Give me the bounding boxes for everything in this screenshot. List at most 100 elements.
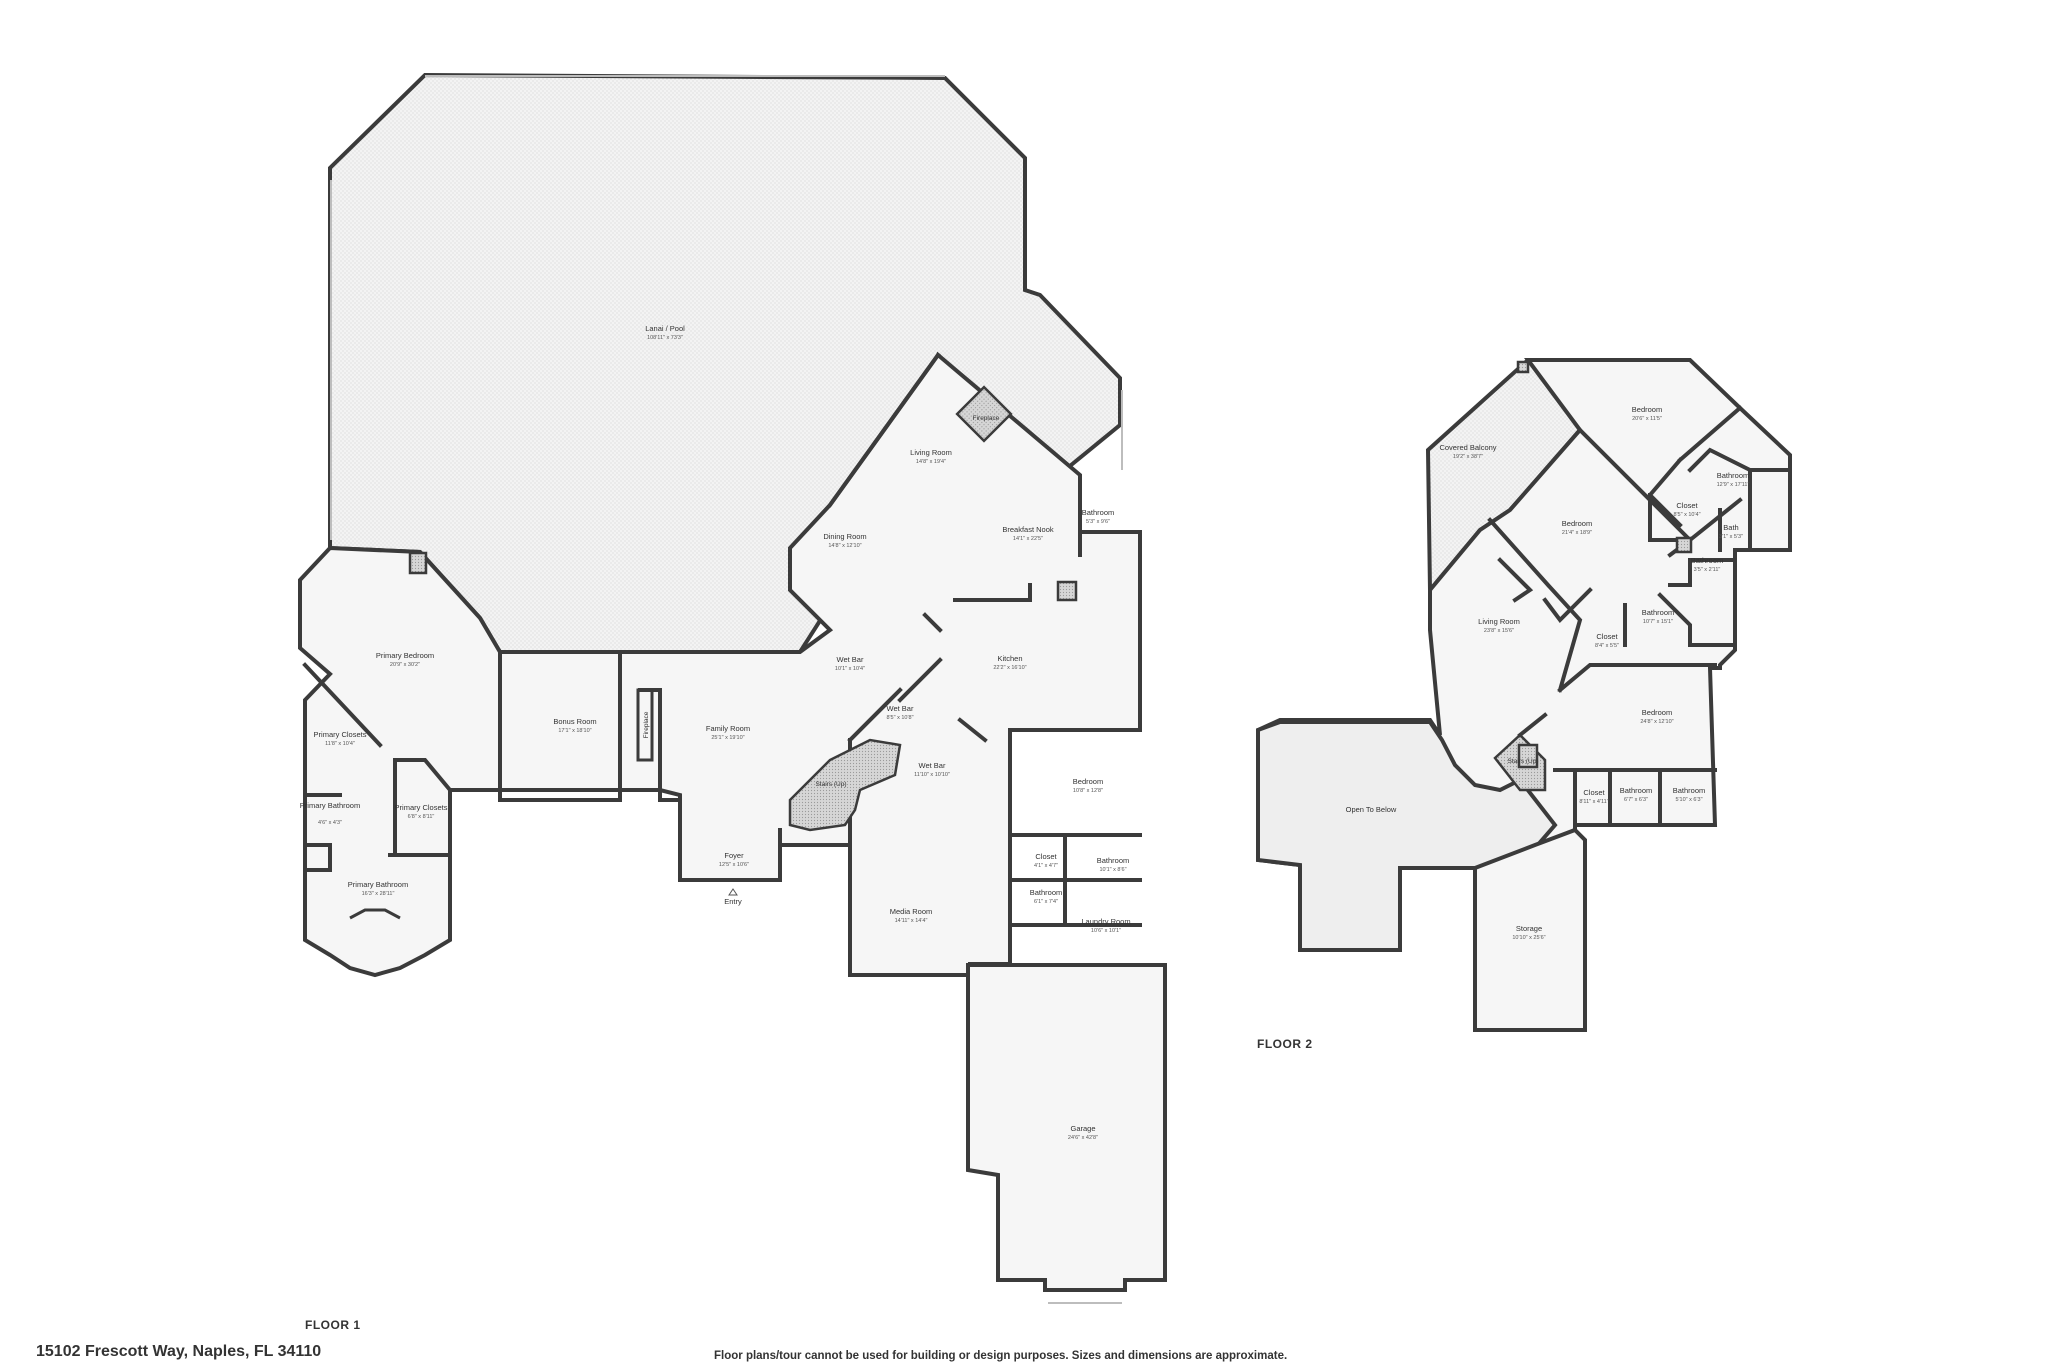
room-dims-dining: 14'8" x 12'10" bbox=[828, 543, 861, 549]
storage-outline bbox=[1473, 827, 1587, 1032]
stairs-up-floor-1 bbox=[788, 738, 902, 832]
room-dims-living: 14'8" x 19'4" bbox=[916, 459, 946, 465]
room-label-bonus: Bonus Room bbox=[553, 717, 596, 726]
living-fireplace-box bbox=[955, 385, 1013, 443]
room-label-laundry: Laundry Room bbox=[1081, 917, 1130, 926]
room-dims-foyer: 12'5" x 10'6" bbox=[719, 862, 749, 868]
room-label-closet-1: Closet bbox=[1035, 852, 1057, 861]
room-label-foyer: Foyer bbox=[724, 851, 744, 860]
room-label-primary-bathroom: Primary Bathroom bbox=[348, 880, 408, 889]
room-dims-bathroom-2: 6'1" x 7'4" bbox=[1034, 899, 1058, 905]
room-dims-wet-bar-3: 11'10" x 10'10" bbox=[914, 772, 950, 778]
room-dims-primary-bath-small: 4'6" x 4'3" bbox=[318, 820, 342, 826]
room-label-storage: Storage bbox=[1516, 924, 1542, 933]
room-dims-storage: 10'10" x 25'6" bbox=[1512, 935, 1545, 941]
room-dims-bedroom-1: 10'8" x 12'8" bbox=[1073, 788, 1103, 794]
room-label-living: Living Room bbox=[910, 448, 952, 457]
room-dims-bathroom-mid: 10'7" x 15'1" bbox=[1643, 619, 1673, 625]
room-label-primary-bedroom: Primary Bedroom bbox=[376, 651, 434, 660]
fireplace-label-bonus: Fireplace bbox=[643, 711, 650, 738]
stairs-label-floor-1: Stairs (Up) bbox=[815, 781, 846, 788]
property-address: 15102 Frescott Way, Naples, FL 34110 bbox=[36, 1343, 322, 1360]
room-dims-bath-small: 3'1" x 5'3" bbox=[1719, 534, 1743, 540]
room-dims-kitchen: 22'2" x 16'10" bbox=[993, 665, 1026, 671]
room-dims-bedroom-mid: 21'4" x 18'9" bbox=[1562, 530, 1592, 536]
floor-1-label: FLOOR 1 bbox=[305, 1318, 361, 1332]
room-label-family: Family Room bbox=[706, 724, 750, 733]
room-dims-laundry: 10'6" x 10'1" bbox=[1091, 928, 1121, 934]
room-label-wet-bar-3: Wet Bar bbox=[919, 761, 946, 770]
room-dims-primary-bathroom: 16'3" x 28'11" bbox=[362, 891, 395, 897]
room-dims-primary-bedroom: 20'9" x 30'2" bbox=[390, 662, 420, 668]
room-label-dining: Dining Room bbox=[823, 532, 866, 541]
room-label-wet-bar-1: Wet Bar bbox=[837, 655, 864, 664]
primary-bath-tub bbox=[349, 908, 401, 920]
stairs-label-floor-2: Stairs (Up) bbox=[1507, 758, 1538, 765]
room-dims-closet-1: 4'1" x 4'7" bbox=[1034, 863, 1058, 869]
floor-2-label: FLOOR 2 bbox=[1257, 1037, 1313, 1051]
room-dims-covered-balcony: 19'2" x 38'7" bbox=[1453, 454, 1483, 460]
room-label-breakfast: Breakfast Nook bbox=[1002, 525, 1054, 534]
room-label-primary-closets-b: Primary Closets bbox=[395, 803, 448, 812]
floor-1-plan: Lanai / Pool 108'11" x 73'3" Living Room… bbox=[298, 72, 1167, 1304]
room-dims-bath-low-b: 5'10" x 6'3" bbox=[1675, 797, 1702, 803]
room-dims-closet-mid: 8'4" x 5'5" bbox=[1595, 643, 1619, 649]
room-dims-media: 14'11" x 14'4" bbox=[895, 918, 928, 924]
room-label-living-2: Living Room bbox=[1478, 617, 1520, 626]
room-label-closet-low: Closet bbox=[1583, 788, 1605, 797]
room-label-primary-bath-small: Primary Bathroom bbox=[300, 801, 360, 810]
room-label-bath-small: Bath bbox=[1723, 523, 1738, 532]
room-dims-living-2: 23'8" x 15'6" bbox=[1484, 628, 1514, 634]
disclaimer-text: Floor plans/tour cannot be used for buil… bbox=[714, 1350, 1288, 1362]
entry-arrow-icon bbox=[728, 888, 738, 896]
room-label-covered-balcony: Covered Balcony bbox=[1439, 443, 1496, 452]
room-dims-nook-bath: 5'3" x 9'6" bbox=[1086, 519, 1110, 525]
room-label-bathroom-mid: Bathroom bbox=[1642, 608, 1675, 617]
room-dims-wet-bar-1: 10'1" x 10'4" bbox=[835, 666, 865, 672]
room-dims-primary-closets-b: 6'8" x 8'11" bbox=[408, 814, 435, 820]
room-dims-closet-top: 8'5" x 10'4" bbox=[1673, 512, 1700, 518]
room-dims-lanai: 108'11" x 73'3" bbox=[647, 335, 683, 341]
primary-fixture bbox=[408, 551, 428, 575]
nook-fixture bbox=[1056, 580, 1078, 602]
floor-2-interior-walls bbox=[1487, 405, 1743, 827]
garage-outline bbox=[966, 963, 1167, 1292]
room-dims-wet-bar-2: 8'5" x 10'8" bbox=[886, 715, 913, 721]
room-label-garage: Garage bbox=[1070, 1124, 1095, 1133]
room-dims-breakfast: 14'1" x 22'5" bbox=[1013, 536, 1043, 542]
room-label-nook-bath: Bathroom bbox=[1082, 508, 1115, 517]
room-dims-bath-low-a: 6'7" x 6'3" bbox=[1624, 797, 1648, 803]
room-label-lanai: Lanai / Pool bbox=[645, 324, 685, 333]
bonus-fireplace-box bbox=[636, 688, 654, 762]
room-label-bath-mid-small: Bathroom bbox=[1691, 556, 1724, 565]
room-dims-bonus: 17'1" x 18'10" bbox=[558, 728, 591, 734]
room-dims-garage: 24'6" x 42'8" bbox=[1068, 1135, 1098, 1141]
room-label-media: Media Room bbox=[890, 907, 933, 916]
room-label-open-below: Open To Below bbox=[1346, 805, 1397, 814]
room-dims-bedroom-low: 24'8" x 12'10" bbox=[1640, 719, 1673, 725]
floor-2-plan: Covered Balcony 19'2" x 38'7" Bedroom 20… bbox=[1256, 358, 1792, 1032]
room-dims-family: 25'1" x 19'10" bbox=[711, 735, 744, 741]
room-label-bath-low-b: Bathroom bbox=[1673, 786, 1706, 795]
room-dims-primary-closets-a: 11'8" x 10'4" bbox=[325, 741, 355, 747]
floor-2-fixture-b bbox=[1675, 536, 1693, 554]
floor-1-main-body bbox=[298, 352, 1142, 978]
floor-2-bath-cluster bbox=[1687, 447, 1792, 552]
room-label-kitchen: Kitchen bbox=[997, 654, 1022, 663]
room-label-bedroom-top: Bedroom bbox=[1632, 405, 1662, 414]
room-label-closet-mid: Closet bbox=[1596, 632, 1618, 641]
room-dims-bedroom-top: 20'6" x 11'5" bbox=[1632, 416, 1662, 422]
room-dims-closet-low: 8'11" x 4'11" bbox=[1579, 799, 1608, 805]
open-to-below-area bbox=[1256, 720, 1558, 952]
room-label-bathroom-top: Bathroom bbox=[1717, 471, 1750, 480]
fireplace-label-living: Fireplace bbox=[973, 415, 1000, 422]
room-dims-bathroom-1: 10'1" x 8'6" bbox=[1099, 867, 1126, 873]
entry-label: Entry bbox=[724, 897, 742, 906]
room-label-bath-low-a: Bathroom bbox=[1620, 786, 1653, 795]
room-label-closet-top: Closet bbox=[1676, 501, 1698, 510]
floor-2-fixture-a bbox=[1516, 360, 1530, 374]
room-label-primary-closets-a: Primary Closets bbox=[314, 730, 367, 739]
room-dims-bath-mid-small: 3'5" x 2'11" bbox=[1694, 567, 1721, 573]
room-label-bathroom-1: Bathroom bbox=[1097, 856, 1130, 865]
